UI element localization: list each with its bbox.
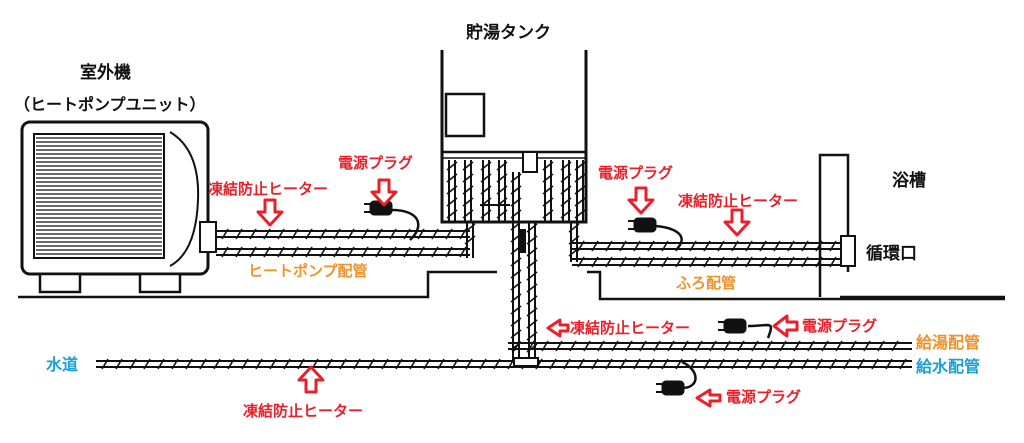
circulation-port-label: 循環口 [866,243,917,264]
heater-arrows [256,178,799,408]
plug-1 [364,200,393,216]
bathtub [818,153,856,297]
outdoor-unit-label: 室外機 [80,62,131,83]
plug-4 [656,380,685,396]
bathtub-label: 浴槽 [892,170,926,191]
bath-pipe-upper [572,240,842,252]
labels: 室外機 （ヒートポンプユニット） 貯湯タンク 浴槽 循環口 ヒートポンプ配管 ふ… [14,22,980,420]
outdoor-unit [20,120,217,294]
tank-drop-b [510,172,522,360]
arrow-left-icon [772,314,799,338]
arrow-down-icon [627,186,655,215]
hot-water-piping-label: 給湯配管 [916,333,980,352]
power-plug-label-2: 電源プラグ [598,164,673,182]
water-main-label: 水道 [46,355,78,374]
tank-drop-a [464,222,476,258]
antifreeze-heater-label-3: 凍結防止ヒーター [570,319,690,337]
antifreeze-heater-label-2: 凍結防止ヒーター [678,192,798,210]
power-cords [391,208,773,390]
water-supply-piping-label: 給水配管 [916,357,980,376]
tank-pipe-1 [462,160,474,222]
tank-pipe-6 [574,160,586,222]
water-supply-pipe [96,358,912,370]
tank-drop-c [526,222,538,360]
tank-pipe-5 [560,160,572,222]
ground [18,270,1005,301]
heat-pump-piping-label: ヒートポンプ配管 [248,262,368,280]
arrow-left-icon [546,318,570,338]
pipes [96,160,912,370]
arrow-up-icon [297,365,325,394]
junction-fitting [513,357,539,367]
storage-tank-label: 貯湯タンク [466,22,551,43]
outdoor-unit-sub-label: （ヒートポンプユニット） [14,95,206,114]
bath-pipe-lower [572,256,842,268]
arrow-left-icon [695,388,722,408]
arrow-down-icon [723,208,751,237]
antifreeze-heater-label-1: 凍結防止ヒーター [208,180,328,198]
hot-water-pipe [508,340,912,352]
power-plug-label-3: 電源プラグ [802,317,877,335]
power-plug-label-4: 電源プラグ [726,388,801,406]
antifreeze-heater-label-4: 凍結防止ヒーター [243,402,363,420]
plugs [364,200,747,396]
tank-pipe-3 [496,160,508,222]
plug-2 [628,217,657,233]
heat-pump-pipe-upper [216,228,470,240]
tank-pipe-2 [480,160,492,222]
power-plug-label-1: 電源プラグ [338,154,413,172]
arrow-down-icon [256,198,284,227]
heat-pump-pipe-lower [216,246,470,258]
plug-3 [718,318,747,334]
arrow-down-icon [370,178,398,207]
bath-piping-label: ふろ配管 [676,274,736,292]
tank-pipe-4 [542,160,554,222]
tank-pipe-0 [446,160,458,222]
tank-drop-d [568,222,580,262]
